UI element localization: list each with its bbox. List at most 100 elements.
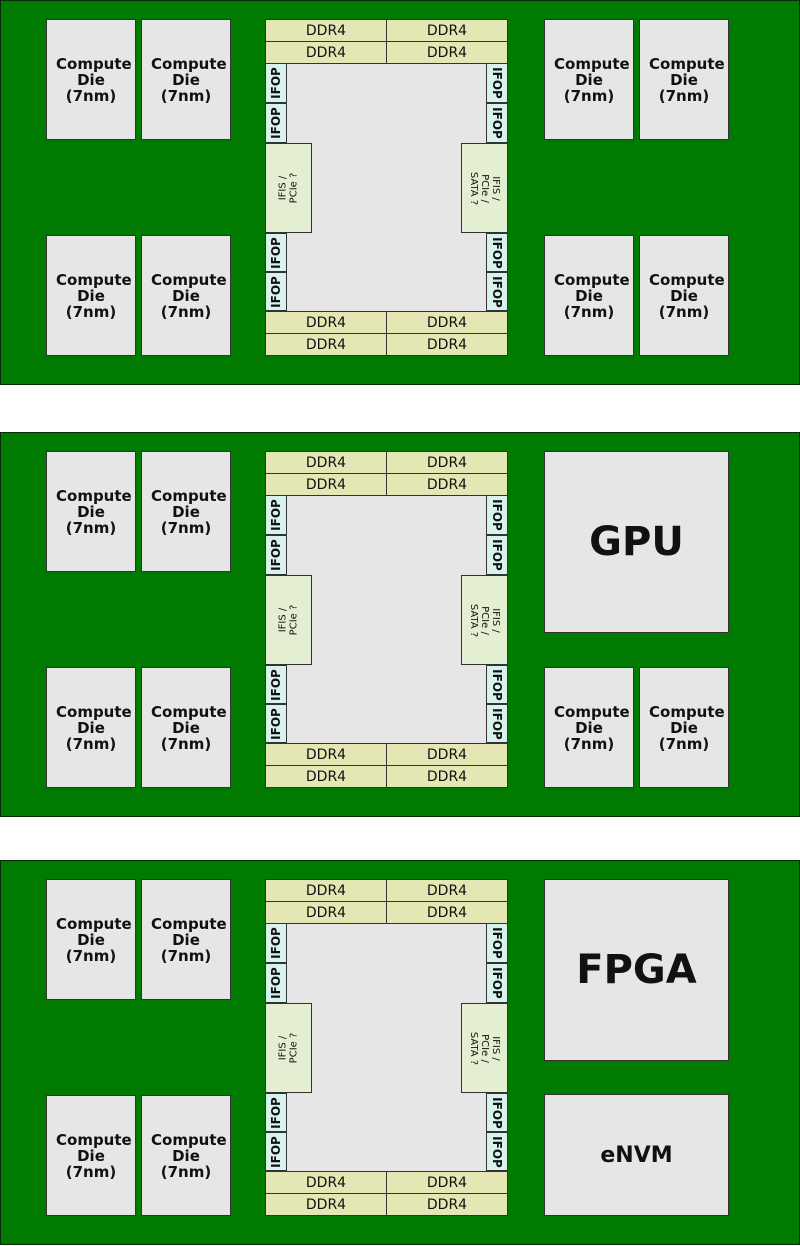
compute-die-label: Compute Die (7nm) (56, 702, 132, 753)
ddr4-channel-label: DDR4 (305, 1174, 347, 1191)
compute-die-label: Compute Die (7nm) (151, 54, 227, 105)
compute-die: Compute Die (7nm) (544, 19, 634, 140)
compute-die-label: Compute Die (7nm) (151, 914, 227, 965)
compute-die-label: Compute Die (7nm) (649, 270, 725, 321)
ifis-pcie-sata-right-label: IFIS / PCIe / SATA ? (468, 171, 501, 205)
compute-die: Compute Die (7nm) (639, 667, 729, 788)
ddr4-channel: DDR4 (265, 333, 387, 356)
ddr4-channel-label: DDR4 (426, 904, 468, 921)
compute-die: Compute Die (7nm) (46, 1095, 136, 1216)
ifop-link-left: IFOP (265, 103, 287, 143)
ifis-pcie-sata-right: IFIS / PCIe / SATA ? (461, 575, 508, 665)
ifis-pcie-left-label: IFIS / PCIe ? (277, 1032, 300, 1064)
ifop-link-right-label: IFOP (490, 499, 505, 531)
ifop-link-right-label: IFOP (490, 668, 505, 701)
compute-die-label: Compute Die (7nm) (151, 1130, 227, 1181)
ifop-link-right-label: IFOP (490, 107, 505, 139)
ddr4-channel: DDR4 (265, 473, 387, 496)
ifop-link-left: IFOP (265, 535, 287, 575)
ifop-link-right-label: IFOP (490, 67, 505, 99)
compute-die: Compute Die (7nm) (544, 667, 634, 788)
compute-die-label: Compute Die (7nm) (56, 270, 132, 321)
ifop-link-left-label: IFOP (269, 707, 284, 740)
ddr4-channel-label: DDR4 (305, 454, 347, 471)
ifop-link-left: IFOP (265, 1132, 287, 1171)
compute-die: Compute Die (7nm) (46, 19, 136, 140)
fpga-die: FPGA (544, 879, 729, 1061)
ddr4-channel: DDR4 (386, 311, 508, 334)
ddr4-channel: DDR4 (386, 1193, 508, 1216)
ifop-link-left: IFOP (265, 923, 287, 963)
ifop-link-right: IFOP (486, 665, 508, 704)
ifop-link-left-label: IFOP (269, 927, 284, 959)
compute-die: Compute Die (7nm) (46, 451, 136, 572)
compute-die-label: Compute Die (7nm) (56, 1130, 132, 1181)
fpga-die-label: FPGA (576, 947, 697, 993)
ddr4-channel-label: DDR4 (305, 1196, 347, 1213)
compute-die-label: Compute Die (7nm) (554, 702, 630, 753)
compute-die: Compute Die (7nm) (639, 19, 729, 140)
ddr4-channel-label: DDR4 (305, 904, 347, 921)
ifop-link-left-label: IFOP (269, 236, 284, 269)
ifop-link-left-label: IFOP (269, 499, 284, 531)
ifop-link-right: IFOP (486, 535, 508, 575)
ifop-link-left: IFOP (265, 1093, 287, 1132)
compute-die-label: Compute Die (7nm) (649, 702, 725, 753)
ddr4-channel: DDR4 (265, 19, 387, 42)
ifis-pcie-left: IFIS / PCIe ? (265, 1003, 312, 1093)
ddr4-channel: DDR4 (265, 1171, 387, 1194)
ddr4-channel-label: DDR4 (426, 314, 468, 331)
ifop-link-right-label: IFOP (490, 1096, 505, 1129)
ddr4-channel: DDR4 (386, 19, 508, 42)
ifop-link-left-label: IFOP (269, 1135, 284, 1168)
compute-die: Compute Die (7nm) (141, 667, 231, 788)
ddr4-channel: DDR4 (265, 1193, 387, 1216)
compute-die-label: Compute Die (7nm) (56, 54, 132, 105)
ifop-link-right-label: IFOP (490, 1135, 505, 1168)
ifop-link-left: IFOP (265, 665, 287, 704)
compute-die: Compute Die (7nm) (46, 879, 136, 1000)
ifop-link-right-label: IFOP (490, 539, 505, 571)
ddr4-channel-label: DDR4 (426, 476, 468, 493)
ifis-pcie-left-label: IFIS / PCIe ? (277, 172, 300, 204)
ddr4-channel: DDR4 (386, 41, 508, 64)
ddr4-channel: DDR4 (265, 451, 387, 474)
ifop-link-left-label: IFOP (269, 67, 284, 99)
compute-die: Compute Die (7nm) (141, 1095, 231, 1216)
compute-die: Compute Die (7nm) (141, 19, 231, 140)
compute-die-label: Compute Die (7nm) (56, 486, 132, 537)
compute-die: Compute Die (7nm) (544, 235, 634, 356)
compute-die: Compute Die (7nm) (46, 235, 136, 356)
ifop-link-left: IFOP (265, 233, 287, 272)
ifop-link-right-label: IFOP (490, 275, 505, 308)
ddr4-channel-label: DDR4 (305, 22, 347, 39)
ifop-link-right-label: IFOP (490, 236, 505, 269)
ifop-link-right: IFOP (486, 963, 508, 1003)
ifis-pcie-left-label: IFIS / PCIe ? (277, 604, 300, 636)
ifop-link-left: IFOP (265, 963, 287, 1003)
compute-die: Compute Die (7nm) (46, 667, 136, 788)
ifop-link-left-label: IFOP (269, 107, 284, 139)
gpu-die-label: GPU (589, 519, 684, 565)
compute-die-label: Compute Die (7nm) (151, 702, 227, 753)
ddr4-channel-label: DDR4 (426, 336, 468, 353)
ddr4-channel-label: DDR4 (305, 746, 347, 763)
ddr4-channel: DDR4 (265, 41, 387, 64)
ddr4-channel-label: DDR4 (426, 44, 468, 61)
ifop-link-left-label: IFOP (269, 275, 284, 308)
ifop-link-right: IFOP (486, 233, 508, 272)
ddr4-channel: DDR4 (386, 1171, 508, 1194)
envm-die-label: eNVM (600, 1142, 673, 1168)
ifop-link-right: IFOP (486, 704, 508, 743)
ifop-link-right-label: IFOP (490, 707, 505, 740)
compute-die-label: Compute Die (7nm) (554, 270, 630, 321)
ifop-link-right: IFOP (486, 63, 508, 103)
compute-die-label: Compute Die (7nm) (151, 486, 227, 537)
ddr4-channel: DDR4 (386, 901, 508, 924)
compute-die-label: Compute Die (7nm) (56, 914, 132, 965)
compute-die-label: Compute Die (7nm) (554, 54, 630, 105)
ddr4-channel: DDR4 (265, 879, 387, 902)
ddr4-channel-label: DDR4 (305, 44, 347, 61)
ifop-link-right: IFOP (486, 923, 508, 963)
ifis-pcie-sata-right-label: IFIS / PCIe / SATA ? (468, 603, 501, 637)
